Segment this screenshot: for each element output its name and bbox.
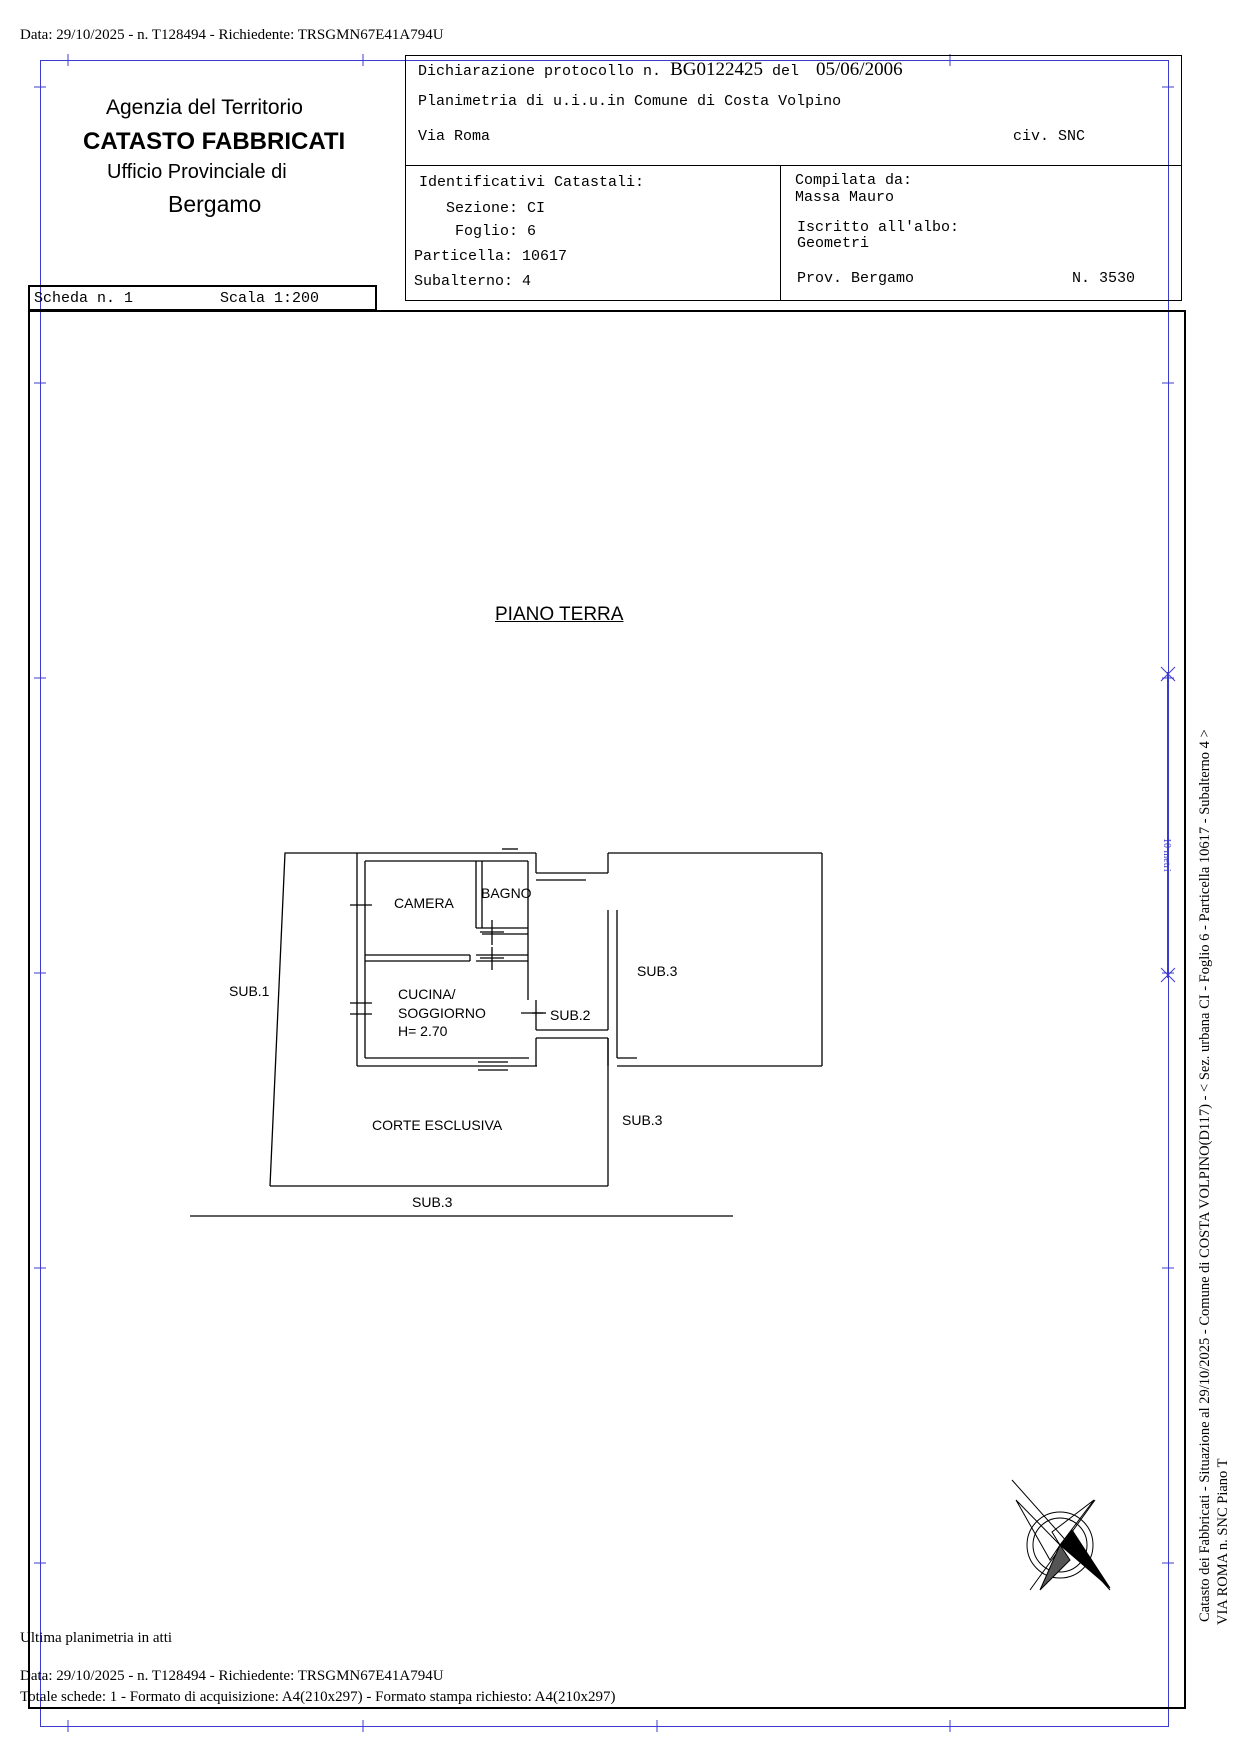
- footer-stamp: Data: 29/10/2025 - n. T128494 - Richiede…: [20, 1668, 444, 1684]
- frame-left: [40, 60, 41, 1727]
- label-sub3-lower-right: SUB.3: [622, 1112, 663, 1128]
- label-sub3-right: SUB.3: [637, 963, 678, 979]
- identifiers-divider: [780, 165, 781, 301]
- agency-catasto: CATASTO FABBRICATI: [83, 128, 346, 155]
- side-text-line2: VIA ROMA n. SNC Piano T: [1215, 1458, 1231, 1625]
- room-corte: CORTE ESCLUSIVA: [372, 1117, 503, 1133]
- comune-name: Costa Volpino: [724, 93, 842, 110]
- sezione: Sezione: CI: [446, 200, 546, 217]
- room-camera: CAMERA: [394, 895, 454, 911]
- compiler-province: Prov. Bergamo: [797, 270, 915, 287]
- label-sub3-bottom: SUB.3: [412, 1194, 453, 1210]
- room-cucina-line1: CUCINA/: [398, 986, 456, 1002]
- room-cucina-line2: SOGGIORNO: [398, 1005, 486, 1021]
- identifiers-box: [405, 165, 1182, 301]
- planimetry-line: Planimetria di u.i.u.in Comune di Costa …: [418, 93, 841, 110]
- declaration-label: Dichiarazione protocollo n.: [418, 63, 662, 80]
- label-sub1: SUB.1: [229, 983, 270, 999]
- footer-note: Ultima planimetria in atti: [20, 1630, 173, 1646]
- del-label: del: [771, 63, 799, 80]
- room-height: H= 2.70: [398, 1023, 448, 1039]
- planimetry-label: Planimetria di u.i.u.in Comune di: [418, 93, 716, 110]
- street-name: Via Roma: [418, 128, 491, 145]
- agency-province: Bergamo: [168, 191, 262, 217]
- room-bagno: BAGNO: [481, 885, 532, 901]
- drawing-frame: [28, 310, 1186, 1709]
- declaration-line: Dichiarazione protocollo n. BG0122425 de…: [418, 59, 903, 81]
- particella: Particella: 10617: [414, 248, 568, 265]
- agency-name: Agenzia del Territorio: [106, 96, 303, 119]
- protocol-number: BG0122425: [670, 59, 763, 80]
- side-text-line1: Catasto dei Fabbricati - Situazione al 2…: [1197, 729, 1213, 1622]
- civic-number: civ. SNC: [1013, 128, 1086, 145]
- floor-title: PIANO TERRA: [495, 604, 624, 625]
- compiled-by-label: Compilata da:: [795, 172, 913, 189]
- scheda-number: Scheda n. 1: [34, 290, 134, 307]
- profession: Geometri: [797, 235, 870, 252]
- compiler-number: N. 3530: [1072, 270, 1136, 287]
- subalterno: Subalterno: 4: [414, 273, 532, 290]
- identifiers-title: Identificativi Catastali:: [419, 174, 645, 191]
- agency-office: Ufficio Provinciale di: [107, 161, 287, 183]
- scale: Scala 1:200: [220, 290, 320, 307]
- compiler-name: Massa Mauro: [795, 189, 895, 206]
- header-stamp: Data: 29/10/2025 - n. T128494 - Richiede…: [20, 27, 444, 43]
- frame-bottom: [40, 1726, 1169, 1727]
- declaration-date: 05/06/2006: [816, 59, 903, 80]
- footer-totals: Totale schede: 1 - Formato di acquisizio…: [20, 1689, 616, 1705]
- label-sub2: SUB.2: [550, 1007, 591, 1023]
- frame-top: [40, 60, 1169, 61]
- foglio: Foglio: 6: [455, 223, 537, 240]
- registered-label: Iscritto all'albo:: [797, 219, 960, 236]
